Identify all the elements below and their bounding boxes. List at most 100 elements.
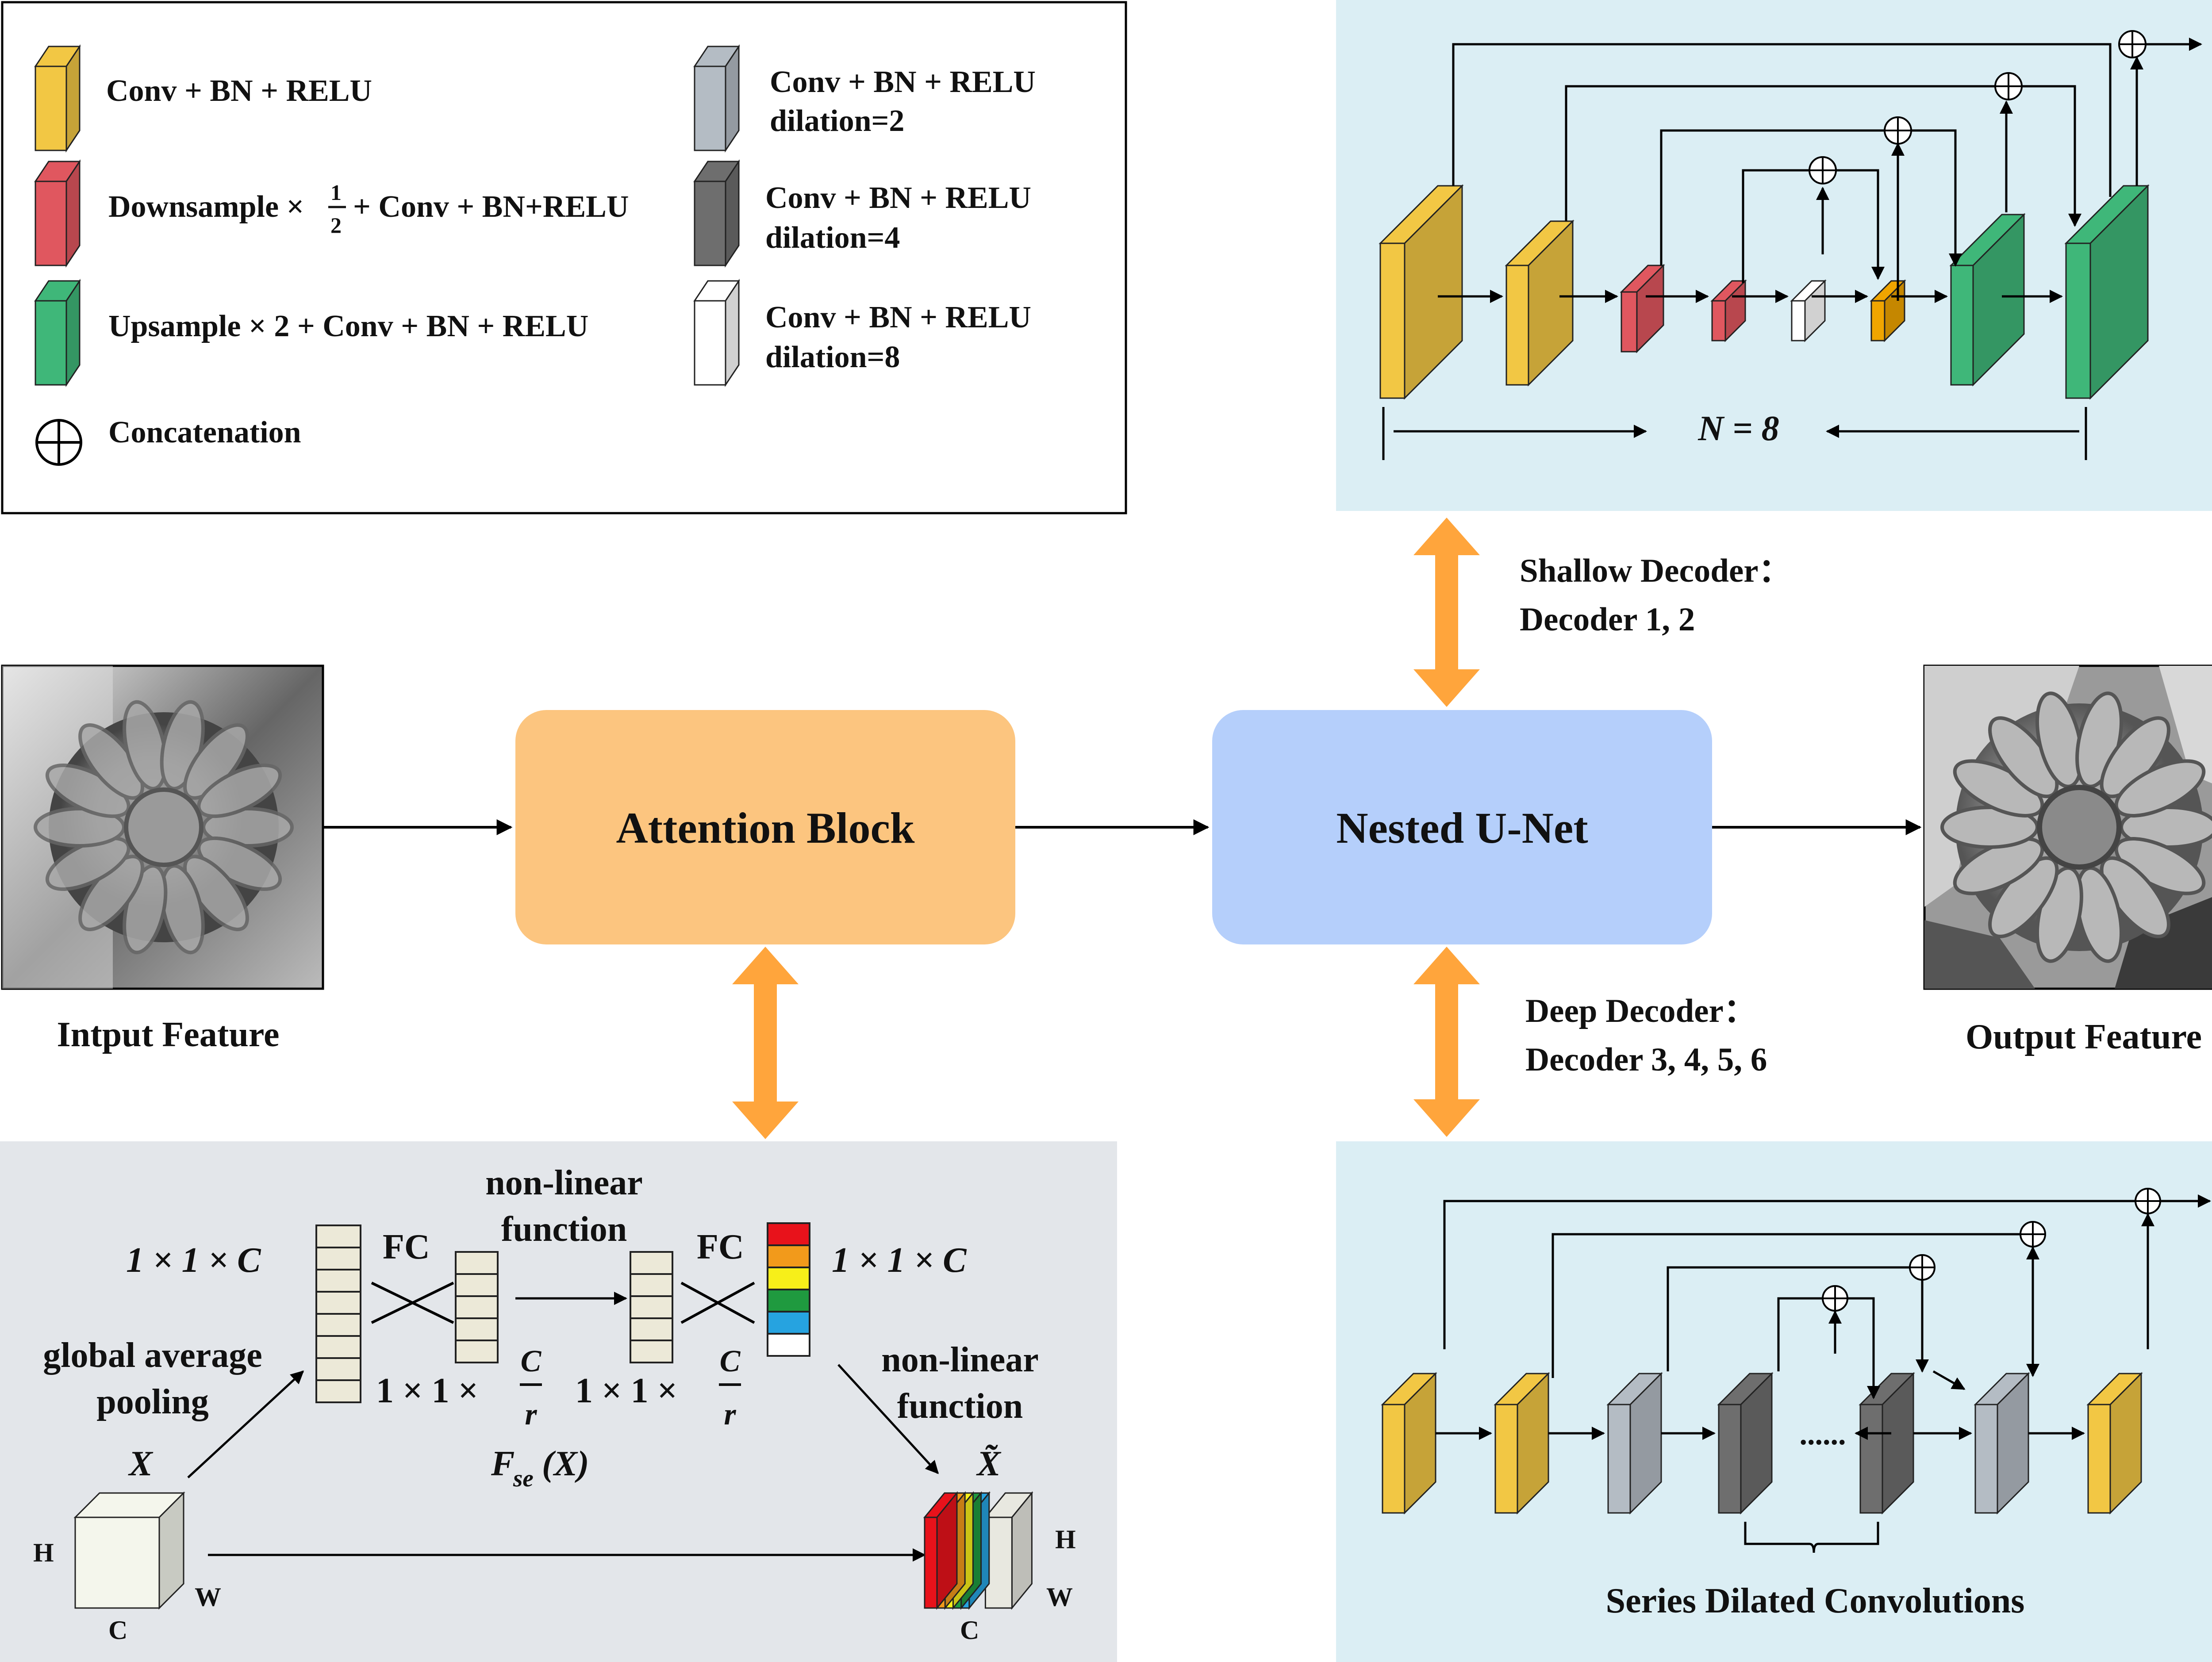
legend-label-dil2: Conv + BN + RELU [770,65,1036,99]
dilated-brace [1744,1522,1879,1553]
scale-cell [767,1244,810,1268]
vector-cell [630,1273,673,1297]
se-gap-label-1: global average [43,1336,262,1375]
se-dim-right: 1 × 1 × C [832,1241,967,1280]
se-nonlinear-top-2: function [501,1210,627,1249]
se-dim-r1-den: r [525,1397,537,1432]
deep-decoder-sub: Decoder 3, 4, 5, 6 [1525,1041,1767,1078]
legend-frac-den: 2 [330,213,342,238]
deep-enc-block-1 [1381,1372,1437,1515]
se-output-cube-back [984,1491,1033,1610]
output-feature-label: Output Feature [1966,1017,2202,1056]
legend-label-downsample: Downsample × [108,190,304,224]
se-vector-cr-1 [455,1251,499,1363]
n-equals-8-label: N = 8 [1697,409,1779,448]
shallow-skip-1 [1452,43,2112,197]
nested-unet-label: Nested U-Net [1336,803,1588,852]
vector-cell [630,1340,673,1363]
attention-block [515,710,1015,944]
concat-icon [35,419,82,466]
deep-concat-node-3 [1909,1254,1936,1281]
se-cube-c: C [108,1616,127,1645]
vector-cell [315,1269,361,1293]
legend-block-dil2-icon [693,44,740,153]
scale-cell [767,1267,810,1290]
se-dim-r1: 1 × 1 × [376,1371,478,1410]
legend-block-downsample-icon [34,159,81,268]
vector-cell [315,1224,361,1248]
shallow-decoder-sub: Decoder 1, 2 [1520,601,1695,638]
se-vector-c-1 [315,1224,361,1403]
input-feature-image [1,664,324,990]
se-x-label: X [127,1444,153,1483]
shallow-down-block-1 [1620,264,1665,353]
legend-block-dil4-icon [693,159,740,268]
se-output-cube-slice [923,1491,959,1610]
input-feature-label: Intput Feature [57,1015,280,1054]
deep-out-block [2086,1372,2143,1515]
legend-label-conv: Conv + BN + RELU [106,74,372,108]
se-nonlinear-right-1: non-linear [881,1340,1039,1379]
se-input-cube [73,1491,185,1610]
legend-label-dil4-sub: dilation=4 [765,221,900,255]
vector-cell [630,1295,673,1319]
legend-frac-num: 1 [330,180,342,205]
fc2-cross-line [680,1282,755,1324]
legend-label-downsample-rest: + Conv + BN+RELU [353,190,629,224]
orange-arrow-deep [1413,947,1480,1137]
deep-dil2-block-1 [1606,1372,1663,1515]
se-fc1-label: FC [383,1228,430,1267]
attention-block-label: Attention Block [616,803,915,852]
vector-cell [630,1317,673,1341]
shallow-enc-block-2 [1505,219,1575,387]
se-dim-r2-den: r [724,1397,736,1432]
deep-concat-node-4 [1822,1285,1848,1312]
shallow-decoder-title: Shallow Decoder： [1520,553,1792,589]
se-cube-w: W [195,1582,221,1612]
se-fse-label: F [491,1444,515,1483]
se-gap-arrow [187,1370,304,1478]
legend-label-dil8-sub: dilation=8 [765,340,900,374]
vector-cell [455,1340,499,1363]
orange-arrow-attention [732,947,799,1139]
legend-label-dil8: Conv + BN + RELU [765,300,1031,334]
se-x-tilde-label: X̃ [975,1444,1001,1483]
legend-label-upsample: Upsample × 2 + Conv + BN + RELU [108,309,588,343]
scale-cell [767,1311,810,1335]
deep-skip-3 [1667,1266,1929,1373]
scale-cell [767,1333,810,1357]
vector-cell [455,1295,499,1319]
nested-unet-block [1212,710,1712,944]
vector-cell [455,1273,499,1297]
orange-arrow-shallow [1413,518,1480,707]
vector-cell [455,1251,499,1275]
shallow-concat-node-3 [1884,116,1912,145]
se-fse-arg: (X) [542,1444,589,1483]
deep-concat-node-2 [2020,1221,2046,1247]
vector-cell [315,1313,361,1337]
vector-cell [315,1335,361,1359]
se-scale-arrow [837,1364,939,1474]
se-nonlinear-top-1: non-linear [485,1163,643,1202]
legend-label-concat: Concatenation [108,415,301,449]
vector-cell [315,1247,361,1270]
se-cube2-w: W [1046,1582,1073,1612]
se-dim-r2-num: C [720,1344,741,1378]
se-output-cube [923,1491,1033,1610]
shallow-concat-node-2 [1994,72,2023,100]
se-fc2-label: FC [697,1228,744,1267]
legend-label-dil2-sub: dilation=2 [770,104,904,138]
legend-box [1,1,1127,514]
shallow-enc-block-1 [1379,184,1464,400]
vector-cell [455,1317,499,1341]
shallow-concat-node-4 [1809,156,1837,184]
shallow-up-block-1 [1949,213,2026,387]
deep-skip-join-arrow [1932,1370,1966,1390]
shallow-skip-2 [1565,85,2081,227]
scale-cell [767,1289,810,1313]
deep-enc-block-2 [1494,1372,1550,1515]
vector-cell [315,1379,361,1403]
deep-concat-node-1 [2135,1188,2161,1214]
legend-block-dil8-icon [693,279,740,387]
deep-decoder-panel [1336,1141,2212,1662]
